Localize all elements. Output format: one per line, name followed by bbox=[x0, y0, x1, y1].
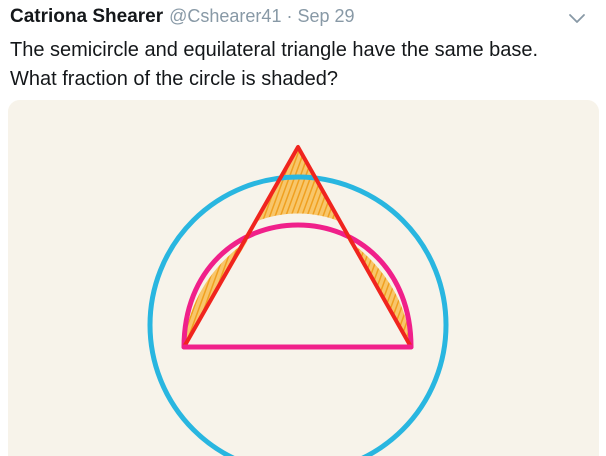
tweet-timestamp[interactable]: Sep 29 bbox=[297, 6, 355, 26]
dot-separator: · bbox=[286, 6, 293, 26]
tweet-text-line: The semicircle and equilateral triangle … bbox=[10, 39, 539, 61]
shaded-region-apex bbox=[255, 147, 341, 222]
outer-circle bbox=[147, 174, 449, 456]
author-name[interactable]: Catriona Shearer bbox=[10, 6, 164, 27]
tweet-text: The semicircle and equilateral triangle … bbox=[10, 36, 590, 94]
tweet-text-line: What fraction of the circle is shaded? bbox=[10, 68, 338, 90]
chevron-down-icon[interactable] bbox=[568, 12, 586, 26]
tweet-header: Catriona Shearer @Cshearer41 · Sep 29 bbox=[10, 6, 566, 32]
author-handle[interactable]: @Cshearer41 bbox=[169, 6, 282, 26]
tweet-image[interactable] bbox=[8, 100, 599, 456]
semicircle bbox=[181, 222, 414, 350]
puzzle-diagram bbox=[8, 100, 599, 456]
